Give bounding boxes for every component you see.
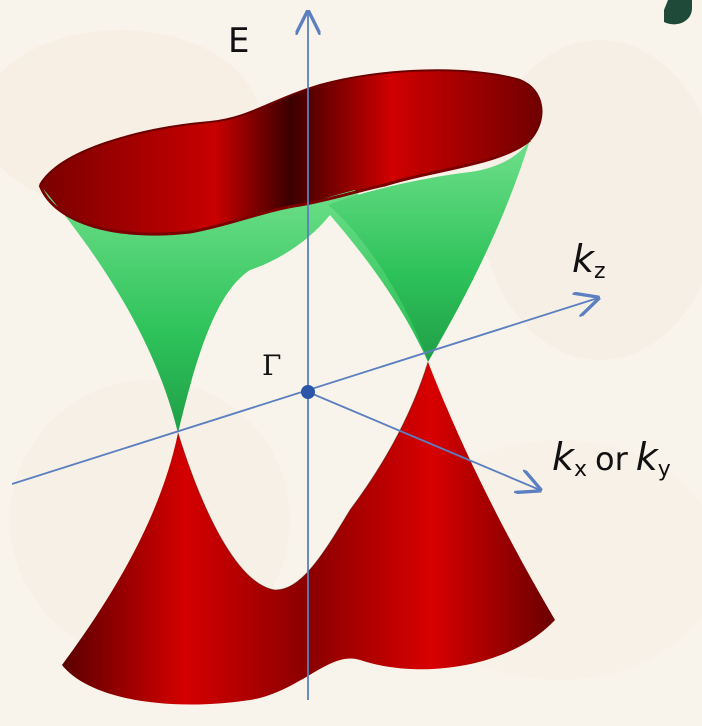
- gamma-point-dot: [301, 385, 315, 399]
- ky-sub: y: [658, 457, 671, 482]
- kz-axis-label: kz: [572, 237, 606, 284]
- or-word: or: [595, 440, 629, 478]
- ky-k: k: [636, 435, 660, 479]
- gamma-point-label: Γ: [262, 349, 281, 382]
- kx-ky-axis: [307, 391, 540, 490]
- kx-sub: x: [574, 457, 587, 482]
- upper-cone: [38, 69, 543, 433]
- kz-sub: z: [594, 259, 606, 284]
- corner-glyph-fragment: [664, 0, 692, 25]
- kz-k: k: [572, 237, 596, 281]
- energy-axis-label: E: [228, 21, 249, 61]
- kx-k: k: [552, 435, 576, 479]
